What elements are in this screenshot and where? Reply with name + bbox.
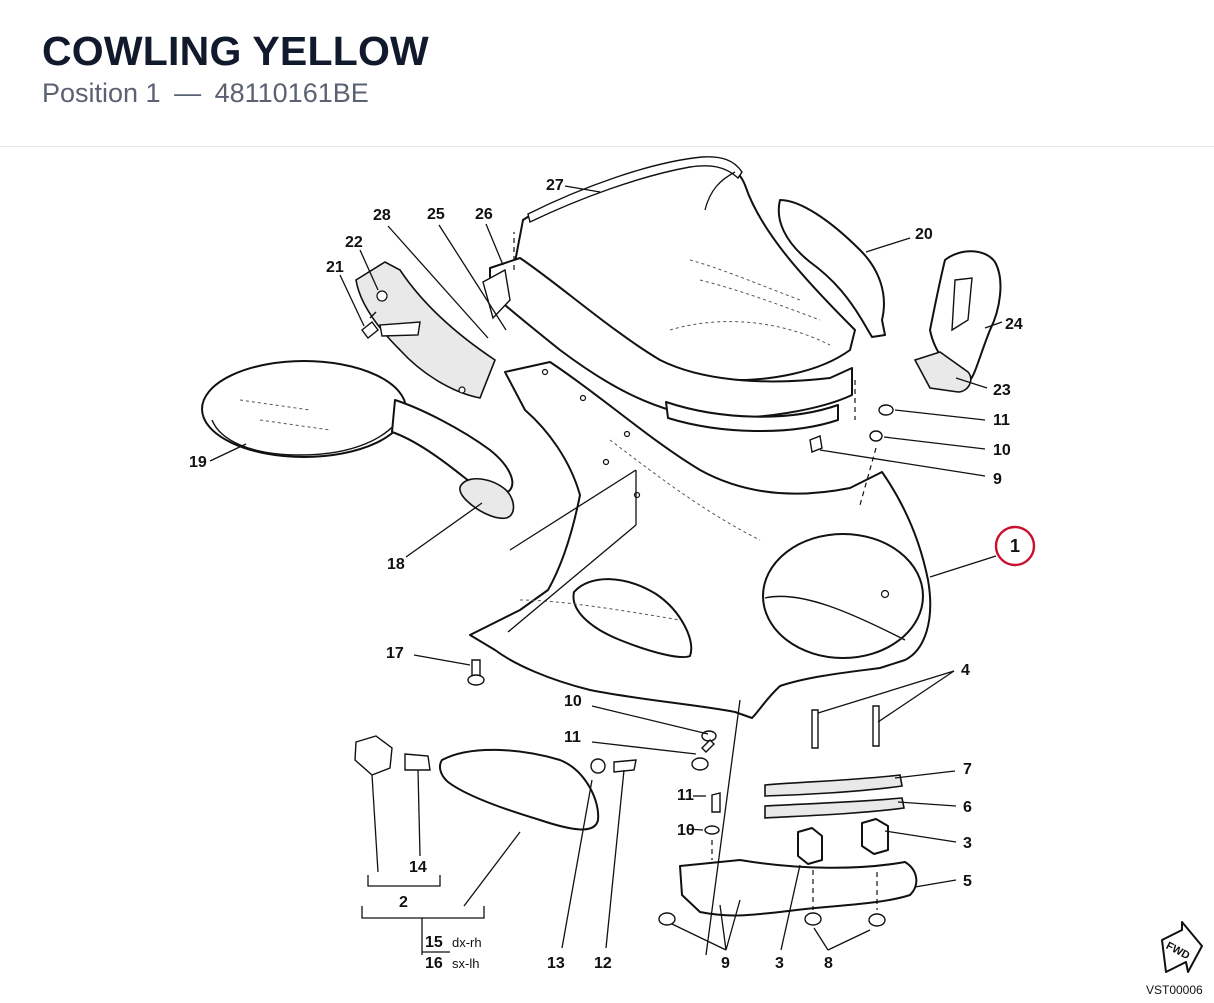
callout-10-lower: 10 bbox=[677, 822, 695, 839]
callout-4: 4 bbox=[961, 662, 970, 679]
callout-26: 26 bbox=[475, 206, 493, 223]
callout-9-upper: 9 bbox=[993, 471, 1002, 488]
fairing-bracket-part bbox=[355, 261, 496, 399]
drawing-code: VST00006 bbox=[1146, 983, 1203, 997]
lower-bracket-part bbox=[658, 705, 918, 927]
callout-17: 17 bbox=[386, 645, 404, 662]
part-number: 48110161BE bbox=[214, 78, 369, 108]
callout-8: 8 bbox=[824, 955, 833, 972]
callout-16: 16 bbox=[425, 955, 443, 972]
separator: — bbox=[174, 78, 202, 108]
cowling-part bbox=[469, 361, 932, 719]
callout-10-upper: 10 bbox=[993, 442, 1011, 459]
callout-11-lower: 11 bbox=[677, 787, 694, 804]
label-dx-rh: dx-rh bbox=[452, 935, 482, 950]
mirror-gasket-part bbox=[459, 477, 515, 520]
callout-15: 15 bbox=[425, 934, 443, 951]
callout-1: 1 bbox=[1010, 536, 1020, 556]
leader-lines bbox=[209, 185, 1003, 956]
callout-9-lower: 9 bbox=[721, 955, 730, 972]
position-label: Position 1 bbox=[42, 78, 161, 108]
screw-17-part bbox=[467, 659, 485, 686]
callout-6: 6 bbox=[963, 799, 972, 816]
windscreen-frame-part bbox=[482, 257, 853, 432]
right-mirror-part bbox=[913, 250, 1002, 393]
page-header: COWLING YELLOW Position 1 — 48110161BE bbox=[0, 0, 1214, 146]
callout-23: 23 bbox=[993, 382, 1011, 399]
callout-5: 5 bbox=[963, 873, 972, 890]
callout-28: 28 bbox=[373, 207, 391, 224]
mirror-part bbox=[201, 360, 514, 496]
callout-3-right: 3 bbox=[963, 835, 972, 852]
callout-13: 13 bbox=[547, 955, 565, 972]
callout-labels: 27 28 25 26 22 21 19 18 20 24 23 11 10 9… bbox=[189, 177, 1036, 972]
callout-10-middle: 10 bbox=[564, 693, 582, 710]
callout-11-middle: 11 bbox=[564, 729, 581, 746]
callout-25: 25 bbox=[427, 206, 445, 223]
callout-27: 27 bbox=[546, 177, 564, 194]
page-title: COWLING YELLOW bbox=[42, 28, 429, 74]
callout-22: 22 bbox=[345, 234, 363, 251]
forward-direction-icon: FWD bbox=[1161, 921, 1203, 973]
header-divider bbox=[0, 146, 1214, 147]
page-subtitle: Position 1 — 48110161BE bbox=[42, 78, 369, 109]
callout-18: 18 bbox=[387, 556, 405, 573]
callout-12: 12 bbox=[594, 955, 612, 972]
right-mirror-mount-part bbox=[777, 199, 886, 338]
callout-24: 24 bbox=[1005, 316, 1023, 333]
label-sx-lh: sx-lh bbox=[452, 956, 479, 971]
callout-1-highlight: 1 bbox=[994, 525, 1036, 567]
screw-part bbox=[361, 311, 379, 339]
turn-signal-part bbox=[354, 735, 637, 831]
cowling-fasteners bbox=[691, 404, 894, 771]
callout-11-upper: 11 bbox=[993, 412, 1010, 429]
callout-19: 19 bbox=[189, 454, 207, 471]
callout-21: 21 bbox=[326, 259, 344, 276]
callout-2: 2 bbox=[399, 894, 408, 911]
assembly-lines bbox=[513, 232, 878, 910]
callout-7: 7 bbox=[963, 761, 972, 778]
callout-20: 20 bbox=[915, 226, 933, 243]
windscreen-part bbox=[514, 156, 856, 382]
callout-3-bottom: 3 bbox=[775, 955, 784, 972]
callout-14: 14 bbox=[409, 859, 427, 876]
